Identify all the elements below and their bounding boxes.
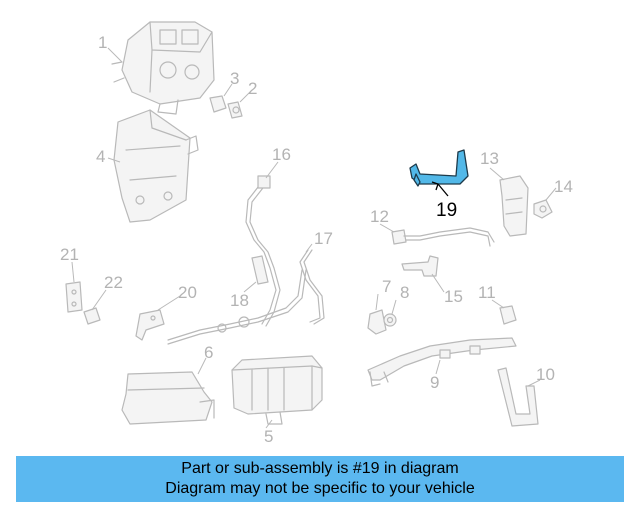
part-nut-8	[383, 313, 397, 327]
callout-20: 20	[178, 283, 197, 302]
callout-19-highlighted: 19	[436, 200, 457, 221]
part-abs-unit	[111, 21, 215, 115]
callout-15: 15	[444, 287, 463, 306]
banner-line-part: Part or sub-assembly is #19 in diagram	[181, 460, 459, 477]
callout-2: 2	[248, 79, 257, 98]
part-bracket-20	[135, 309, 165, 341]
callout-13: 13	[480, 149, 499, 168]
callout-3: 3	[230, 69, 239, 88]
part-bracket-13	[499, 175, 529, 237]
callout-9: 9	[430, 373, 439, 392]
callout-4: 4	[96, 147, 105, 166]
part-control-module	[121, 371, 215, 425]
callout-labels: 1 2 3 4 5 6 7 8 9 10 11 12 13 14 15 16 1…	[60, 33, 573, 446]
callout-5: 5	[264, 427, 273, 446]
info-banner: Part or sub-assembly is #19 in diagram D…	[16, 456, 624, 502]
part-sensor-cable-16	[245, 175, 281, 327]
part-speed-sensor	[391, 227, 495, 247]
parts-diagram: 1 2 3 4 5 6 7 8 9 10 11 12 13 14 15 16 1…	[60, 21, 573, 446]
part-clip-22	[83, 307, 101, 325]
part-u-bracket-10	[497, 367, 539, 427]
callout-16: 16	[272, 145, 291, 164]
part-sensor-7	[367, 309, 387, 335]
callout-1: 1	[98, 33, 107, 52]
part-module-box	[231, 355, 323, 425]
callout-12: 12	[370, 207, 389, 226]
part-line-bracket-9	[367, 337, 517, 387]
part-sensor-cable-18	[167, 255, 307, 345]
callout-18: 18	[230, 291, 249, 310]
part-19-bracket-highlighted[interactable]	[409, 149, 469, 187]
leader-lines	[71, 47, 557, 429]
callout-6: 6	[204, 343, 213, 362]
callout-7: 7	[382, 277, 391, 296]
part-clip-11	[499, 305, 517, 325]
part-bracket-15	[401, 255, 439, 277]
callout-21: 21	[60, 245, 79, 264]
callout-17: 17	[314, 229, 333, 248]
part-grommets	[209, 95, 243, 119]
callout-14: 14	[554, 177, 573, 196]
callout-22: 22	[104, 273, 123, 292]
part-plate-21	[65, 281, 83, 313]
callout-10: 10	[536, 365, 555, 384]
callout-8: 8	[400, 283, 409, 302]
part-sensor-14	[533, 199, 553, 219]
callout-11: 11	[478, 283, 496, 302]
banner-line-disclaimer: Diagram may not be specific to your vehi…	[165, 480, 475, 497]
part-sensor-cable-17	[299, 249, 325, 325]
part-mounting-bracket	[113, 109, 199, 223]
